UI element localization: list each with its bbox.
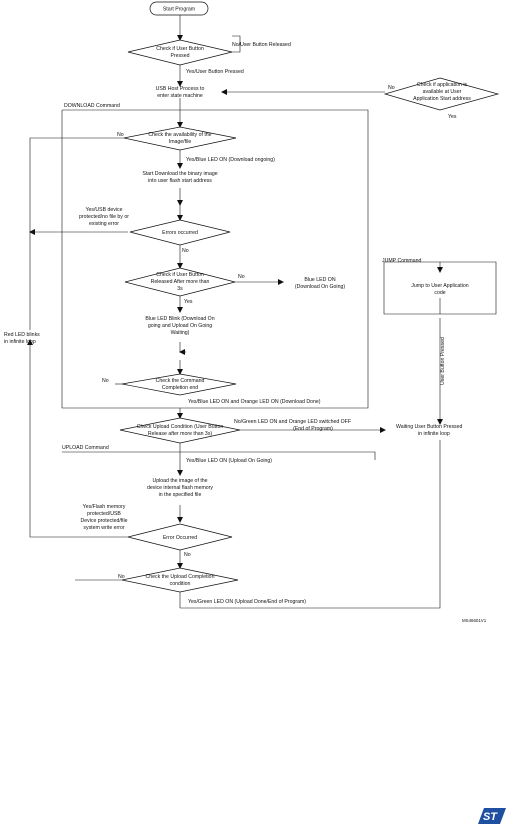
- svg-text:Waiting): Waiting): [171, 330, 190, 336]
- svg-text:into user flash start address: into user flash start address: [148, 178, 212, 184]
- svg-text:Error Occurred: Error Occurred: [163, 535, 197, 541]
- label-yes-application: Yes: [448, 114, 457, 120]
- yes-blue-upload-label: Yes/Blue LED ON (Upload On Going): [186, 458, 272, 464]
- decision-command-completion: Check the Command Completion end: [121, 373, 237, 396]
- decision-check-upload-condition: Check Upload Condition (User Button Rele…: [119, 417, 241, 444]
- decision-check-application: Check if application is available at Use…: [383, 77, 500, 111]
- process-blue-led-on: Blue LED ON (Download On Going): [295, 277, 345, 290]
- svg-text:Blue LED Blink (Download On: Blue LED Blink (Download On: [145, 316, 214, 322]
- svg-text:Application Start address: Application Start address: [413, 96, 471, 102]
- svg-text:Red LED blinks: Red LED blinks: [4, 332, 40, 338]
- jump-command-label: JUMP Command: [382, 258, 422, 264]
- decision-errors-occurred: Errors occurred: [129, 219, 231, 246]
- label-no-error: No: [184, 552, 191, 558]
- yes-usb-device-error-label: Yes/USB device protected/no file by or e…: [79, 207, 129, 227]
- decision-check-image: Check the availability of the Image/file: [123, 126, 237, 151]
- svg-text:going and Upload On Going: going and Upload On Going: [148, 323, 212, 329]
- svg-text:Check the availability of the: Check the availability of the: [148, 132, 211, 138]
- svg-text:Waiting User Button Pressed: Waiting User Button Pressed: [396, 424, 463, 430]
- label-no-command: No: [102, 378, 109, 384]
- st-logo: ST: [478, 808, 506, 824]
- start-node: Start Program: [149, 1, 209, 16]
- label-no-upload: No: [118, 574, 125, 580]
- svg-text:(Download On Going): (Download On Going): [295, 284, 345, 290]
- waiting-user-button-label: Waiting User Button Pressed in infinite …: [396, 424, 463, 437]
- svg-text:enter state machine: enter state machine: [157, 93, 203, 99]
- svg-text:Upload the image of the: Upload the image of the: [152, 478, 207, 484]
- svg-text:system write error: system write error: [83, 525, 124, 531]
- label-no-image: No: [117, 132, 124, 138]
- st-logo-text: ST: [483, 811, 498, 823]
- svg-text:Check if application is: Check if application is: [417, 82, 468, 88]
- decision-check-user-button: Check if User Button Pressed: [127, 39, 233, 66]
- svg-text:Start Download the binary imag: Start Download the binary image: [142, 171, 217, 177]
- red-led-blinks-label: Red LED blinks in infinite loop: [4, 332, 40, 345]
- svg-text:existing error: existing error: [89, 221, 119, 227]
- download-command-label: DOWNLOAD Command: [64, 103, 120, 109]
- figure-id: MS46601V1: [462, 618, 487, 623]
- no-user-button-released-label: No/User Button Released: [232, 42, 291, 48]
- svg-text:Device protected/file: Device protected/file: [81, 518, 128, 524]
- start-label: Start Program: [163, 7, 195, 13]
- svg-text:Check if User Button: Check if User Button: [156, 46, 204, 52]
- svg-text:Release after more than 3s): Release after more than 3s): [148, 431, 213, 437]
- svg-text:USB Host Process to: USB Host Process to: [156, 86, 205, 92]
- svg-text:No/Green LED ON and Orange LED: No/Green LED ON and Orange LED switched …: [234, 419, 351, 425]
- label-no-application: No: [388, 85, 395, 91]
- svg-text:in the specified file: in the specified file: [159, 492, 202, 498]
- label-no-errors: No: [182, 248, 189, 254]
- process-start-download: Start Download the binary image into use…: [142, 171, 217, 184]
- svg-text:Jump to User Application: Jump to User Application: [411, 283, 468, 289]
- decision-error-occurred: Error Occurred: [127, 523, 233, 551]
- svg-text:Pressed: Pressed: [170, 53, 189, 59]
- svg-text:Check the Command: Check the Command: [156, 378, 205, 384]
- svg-text:(End of Program): (End of Program): [293, 426, 333, 432]
- svg-text:Check Upload Condition (User B: Check Upload Condition (User Button: [137, 424, 224, 430]
- svg-text:in infinite loop: in infinite loop: [4, 339, 36, 345]
- process-jump-to-user-app: Jump to User Application code: [411, 283, 468, 296]
- process-upload-image: Upload the image of the device internal …: [147, 478, 213, 498]
- svg-text:Completion end: Completion end: [162, 385, 198, 391]
- user-button-pressed-label: User Button Pressed: [440, 337, 446, 385]
- upload-command-label: UPLOAD Command: [62, 445, 109, 451]
- decision-check-upload-complete: Check the Upload Completion condition: [121, 567, 239, 593]
- yes-green-done-label: Yes/Green LED ON (Upload Done/End of Pro…: [188, 599, 306, 605]
- yes-user-button-pressed-label: Yes/User Button Pressed: [186, 69, 244, 75]
- no-green-orange-label: No/Green LED ON and Orange LED switched …: [234, 419, 351, 432]
- label-no-released: No: [238, 274, 245, 280]
- svg-text:protected/no file by or: protected/no file by or: [79, 214, 129, 220]
- svg-text:Check if User Button: Check if User Button: [156, 272, 204, 278]
- svg-text:Yes/USB device: Yes/USB device: [85, 207, 122, 213]
- svg-text:Yes/Flash memory: Yes/Flash memory: [83, 504, 126, 510]
- svg-text:Check the Upload Completion: Check the Upload Completion: [146, 574, 215, 580]
- svg-text:protected/USB: protected/USB: [87, 511, 121, 517]
- svg-text:Blue LED ON: Blue LED ON: [304, 277, 335, 283]
- svg-text:in infinite loop: in infinite loop: [418, 431, 450, 437]
- label-yes-released: Yes: [184, 299, 193, 305]
- decision-check-button-released: Check if User Button Released After more…: [124, 267, 236, 297]
- svg-text:3s: 3s: [177, 286, 183, 292]
- svg-text:device internal flash memory: device internal flash memory: [147, 485, 213, 491]
- svg-text:Released After more than: Released After more than: [151, 279, 210, 285]
- process-usb-host: USB Host Process to enter state machine: [156, 86, 205, 99]
- process-blue-led-blink: Blue LED Blink (Download On going and Up…: [145, 316, 214, 336]
- svg-text:condition: condition: [170, 581, 191, 587]
- svg-text:code: code: [434, 290, 445, 296]
- svg-text:available at User: available at User: [423, 89, 462, 95]
- yes-blue-led-on-label: Yes/Blue LED ON (Download ongoing): [186, 157, 275, 163]
- yes-flash-error-label: Yes/Flash memory protected/USB Device pr…: [81, 504, 128, 531]
- svg-text:Image/file: Image/file: [169, 139, 192, 145]
- svg-text:Errors occurred: Errors occurred: [162, 230, 198, 236]
- connector-lines: [27, 15, 497, 609]
- yes-blue-orange-on-label: Yes/Blue LED ON and Orange LED ON (Downl…: [188, 399, 321, 405]
